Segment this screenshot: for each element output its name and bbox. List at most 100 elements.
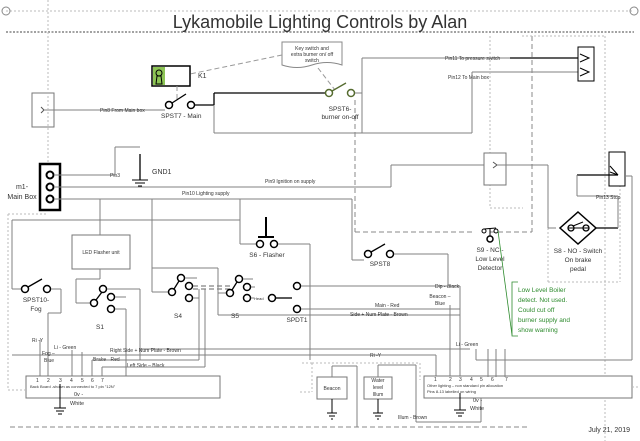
spst10-label-1: SPST10- (23, 297, 49, 304)
led-flasher-label: LED Flasher unit (82, 250, 120, 256)
s6-label: S6 - Flasher (249, 252, 285, 259)
pin-number: 6 (91, 378, 94, 384)
spst7-switch[interactable] (164, 93, 196, 110)
m1-label-2: Main Box (7, 194, 37, 201)
li-green-right-label: Li - Green (456, 342, 478, 348)
pin-number: 3 (59, 378, 62, 384)
pin-number: 4 (70, 378, 73, 384)
spst6-label-1: SPST6- (329, 106, 352, 113)
date-label: July 21, 2019 (588, 427, 630, 434)
note-line: burner supply and (518, 317, 570, 324)
pin-number: 2 (47, 378, 50, 384)
left-side-label: Left Side – Black (127, 363, 165, 369)
s6-flasher-button[interactable] (255, 217, 279, 249)
note-line: Low Level Boiler (518, 287, 567, 294)
s4-switch[interactable] (167, 273, 194, 303)
fog-blue-label-1: Fog – (42, 351, 55, 357)
pin-number: 3 (459, 377, 462, 383)
s9-label-3: Detector (478, 265, 503, 272)
beacon-blue-label-1: Beacon – (429, 294, 450, 300)
back-board-pins: 1 2 3 4 5 6 7 (36, 378, 104, 384)
ri-y-left-label: Ri -Y (32, 338, 44, 344)
main-red-label: Main - Red (375, 303, 400, 309)
note-line: show warning (518, 327, 558, 334)
pin-number: 4 (470, 377, 473, 383)
spdt1-common-terminal (267, 293, 277, 303)
note-line: detect. Not used. (518, 297, 567, 304)
spdt1-switch[interactable] (292, 281, 302, 314)
s1-label: S1 (96, 324, 104, 331)
pin-number: 1 (36, 378, 39, 384)
spst6-label-2: burner on-off (321, 114, 358, 121)
back-board-caption: Back Board -shown as connected to 7 pin … (30, 384, 116, 389)
ov-white-left-2: White (70, 401, 84, 407)
pin-number: 2 (449, 377, 452, 383)
spst6-switch[interactable] (324, 82, 356, 98)
right-side-label: Right Side + Num Plate - Brown (110, 348, 181, 354)
back-board-connector (25, 375, 221, 399)
water-illum-label-2: level (373, 385, 383, 391)
pin13-label: Pin13 Stop (596, 195, 621, 201)
ignition-connector (483, 152, 507, 186)
s8-label-1: S8 - NO - Switch (554, 248, 603, 255)
led-flasher-unit (71, 234, 131, 270)
s5-switch[interactable] (225, 274, 252, 303)
illum-brown-label: Illum - Brown (398, 415, 427, 421)
spst10-label-2: Fog (30, 306, 42, 313)
ground-icon (373, 412, 383, 420)
gnd1-label: GND1 (152, 169, 172, 176)
pin12-label: Pin12 To Main box (448, 75, 490, 81)
pin-number: 5 (81, 378, 84, 384)
other-lighting-pins: 1 2 3 4 5 6 7 (434, 377, 508, 383)
spst10-fog-switch[interactable] (20, 278, 52, 294)
li-green-left-label: Li - Green (54, 345, 76, 351)
beacon-blue-label-2: Blue (435, 301, 445, 307)
pin9-label: Pin9 Ignition on supply (265, 179, 316, 185)
pin-number: 7 (101, 378, 104, 384)
crosshair-icon (629, 6, 639, 16)
pin-number: 6 (491, 377, 494, 383)
ground-icon (132, 179, 148, 187)
k1-label: K1 (198, 73, 207, 80)
s8-label-2: On brake (565, 257, 592, 264)
ov-white-right-1: 0v - (473, 398, 482, 404)
side-brown-label: Side + Num Plate - Brown (350, 312, 408, 318)
other-lighting-caption-2: Pins 8-13 labelled on wiring (427, 389, 476, 394)
ground-icon (327, 412, 337, 420)
fog-blue-label-2: Blue (44, 358, 54, 364)
spst8-label: SPST8 (370, 261, 391, 268)
pin-number: 5 (480, 377, 483, 383)
water-illum-label-3: Illum (373, 392, 384, 398)
ov-white-right-2: White (470, 406, 484, 412)
ov-white-left-1: 0v - (74, 392, 83, 398)
pin-number: 7 (505, 377, 508, 383)
pin-number: 1 (434, 377, 437, 383)
pin3-label: Pin3 (110, 173, 120, 179)
s9-low-level-switch[interactable] (481, 227, 499, 243)
key-switch-callout: Key switch and extra burner on/ off swit… (189, 41, 343, 91)
low-level-note: Low Level Boiler detect. Not used. Could… (497, 230, 570, 337)
pin8-label: Pin8 From Main box (100, 108, 145, 114)
spst8-switch[interactable] (363, 243, 395, 259)
dip-black-label: Dip - Black (435, 284, 460, 290)
s5-label: S5 (231, 313, 239, 320)
water-illum-label-1: Water (371, 378, 384, 384)
pin10-label: Pin10 Lighting supply (182, 191, 230, 197)
stop-connector (608, 151, 626, 187)
callout-line: switch (305, 58, 319, 64)
note-line: Could cut off (518, 307, 555, 314)
s4-label: S4 (174, 313, 182, 320)
ground-icon (54, 407, 66, 415)
ri-y-right-label: Ri -Y (370, 353, 382, 359)
crosshair-icon (1, 6, 11, 16)
s1-switch[interactable] (89, 284, 116, 314)
s8-label-3: pedal (570, 266, 586, 273)
s9-label-2: Low Level (475, 256, 505, 263)
callout-line: Key switch and (295, 46, 329, 52)
terminal-pin3 (45, 170, 55, 180)
pin11-label: Pin11 To pressure switch (445, 56, 500, 62)
callout-line: extra burner on/ off (291, 52, 334, 58)
s8-brake-switch[interactable] (558, 210, 598, 246)
